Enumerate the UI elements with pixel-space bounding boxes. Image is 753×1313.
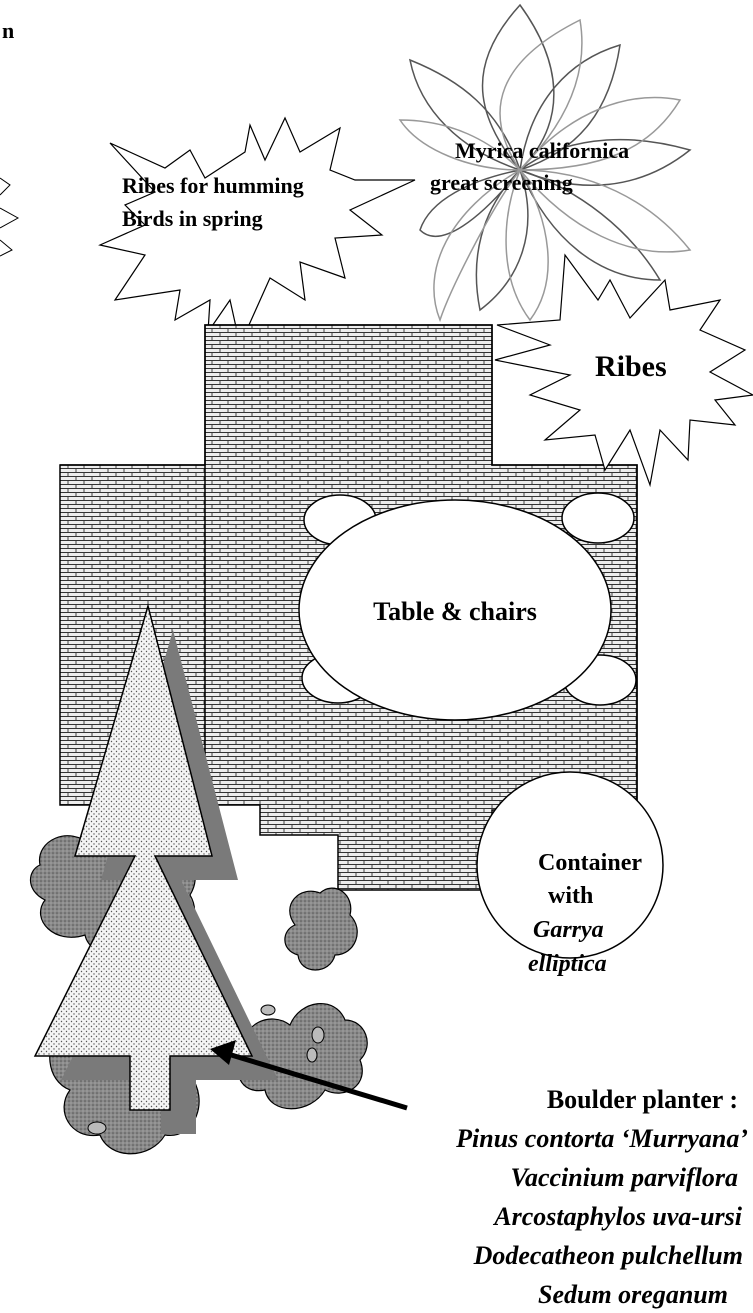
table-label: Table & chairs [373, 597, 537, 626]
container-label-line2: with [548, 883, 593, 909]
ribes-hummingbird-label-line1: Ribes for humming [122, 173, 304, 198]
ribes-hummingbird-label: Ribes for humming Birds in spring [122, 173, 304, 231]
garrya-container: Container with Garrya elliptica [476, 771, 664, 977]
table-and-chairs: Table & chairs [298, 492, 637, 721]
container-label-line1: Container [538, 850, 642, 876]
myrica-flower-shape [398, 3, 692, 323]
pointer-arrow [210, 1040, 408, 1111]
myrica-label: Myrica californica great screening [430, 138, 629, 195]
boulder-plant-3: Arcostaphylos uva-ursi [492, 1202, 743, 1231]
myrica-label-line1: Myrica californica [455, 138, 629, 163]
shrub-lower-center [237, 1003, 368, 1110]
myrica-label-line2: great screening [430, 170, 573, 195]
shrub-small-center [284, 887, 358, 971]
boulder-plant-5: Sedum oreganum [538, 1280, 728, 1309]
ribes-label: Ribes [595, 350, 667, 383]
shrub-detail-marks [87, 1004, 325, 1135]
chair-top-right [561, 492, 635, 544]
container-label-line4: elliptica [528, 951, 607, 977]
ribes-starburst [494, 253, 753, 488]
corner-text-fragment: n [2, 18, 14, 43]
boulder-plant-1: Pinus contorta ‘Murryana’ [455, 1124, 748, 1153]
boulder-title: Boulder planter : [547, 1085, 738, 1114]
left-edge-starburst-fragment [0, 177, 20, 257]
pine-tree [33, 603, 254, 1111]
container-label-line3: Garrya [533, 917, 604, 943]
ribes-hummingbird-label-line2: Birds in spring [122, 206, 263, 231]
boulder-plant-2: Vaccinium parviflora [510, 1163, 738, 1192]
ribes-hummingbird-starburst [98, 116, 416, 347]
table [298, 499, 612, 721]
boulder-planter-label: Boulder planter : Pinus contorta ‘Murrya… [455, 1085, 748, 1309]
boulder-plant-4: Dodecatheon pulchellum [473, 1241, 743, 1270]
